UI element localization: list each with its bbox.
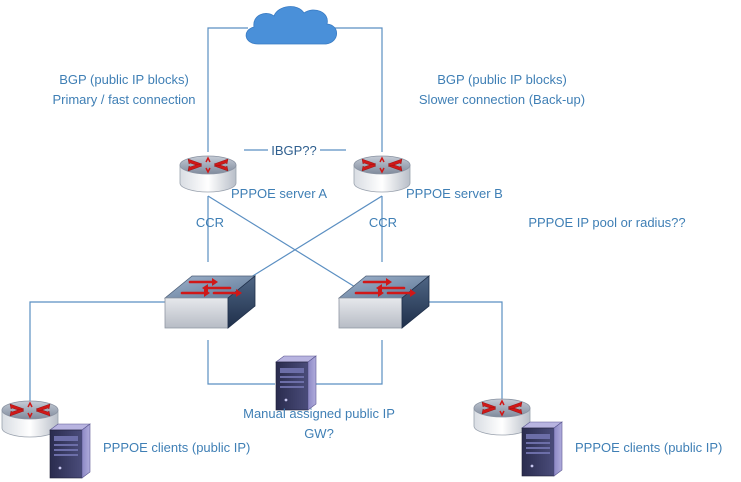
switch-icon [163,274,257,330]
bgp-right-label: BGP (public IP blocks) [437,72,567,87]
server-icon [521,421,563,477]
links [29,27,503,402]
ibgp-label: IBGP?? [271,143,317,158]
link-switch-left-gw-server [207,340,275,385]
router-icon [473,398,531,436]
server-icon [275,355,317,411]
router-icon [353,155,411,193]
manual-ip-label: Manual assigned public IP [243,406,395,421]
bgp-left-sublabel: Primary / fast connection [52,92,195,107]
pppoe-server-b-label: PPPOE server B [406,186,503,201]
cloud-icon [245,6,338,45]
link-ccr-right-switch-left [229,195,383,291]
link-switch-left-clients-left [29,301,170,402]
switch-icon [337,274,431,330]
ccr-left-label: CCR [196,215,224,230]
link-ccr-left-switch-right [207,195,361,291]
server-icon [49,423,91,479]
link-ccr-left-cloud [207,27,248,152]
ccr-right-label: CCR [369,215,397,230]
router-icon [1,400,59,438]
clients-right-label: PPPOE clients (public IP) [575,440,722,455]
link-ccr-right-cloud [326,27,383,152]
bgp-right-sublabel: Slower connection (Back-up) [419,92,585,107]
pppoe-pool-label: PPPOE IP pool or radius?? [528,215,685,230]
router-icon [179,155,237,193]
gw-label: GW? [304,426,334,441]
pppoe-server-a-label: PPPOE server A [231,186,327,201]
link-switch-right-clients-right [420,301,503,400]
link-switch-right-gw-server [316,340,383,385]
bgp-left-label: BGP (public IP blocks) [59,72,189,87]
clients-left-label: PPPOE clients (public IP) [103,440,250,455]
